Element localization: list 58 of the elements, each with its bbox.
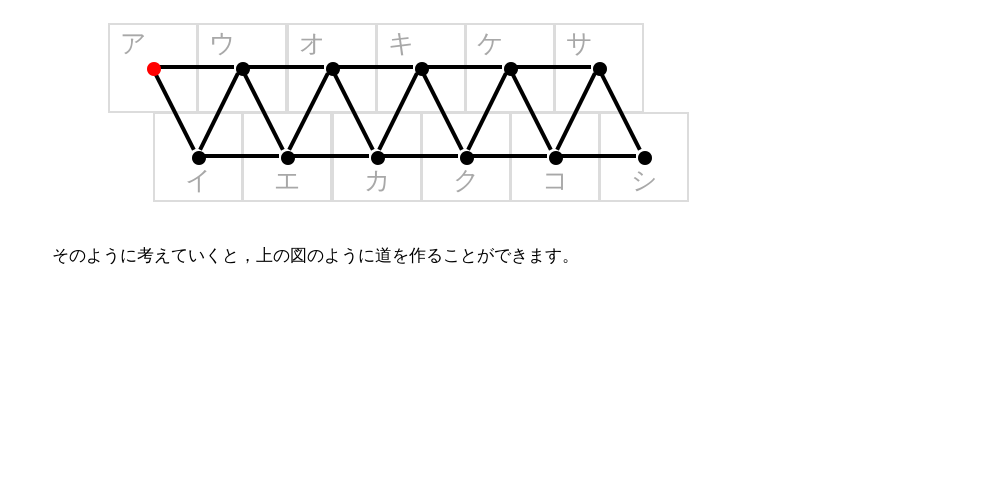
cell-letter: キ [388, 29, 415, 59]
cell-letter: イ [185, 166, 212, 196]
grid-cell [465, 23, 555, 113]
path-line [248, 65, 324, 69]
grid-cell [376, 23, 466, 113]
path-line [159, 65, 234, 69]
path-line [383, 154, 458, 158]
path-line [427, 65, 502, 69]
point-dot [371, 151, 385, 165]
grid-cell [599, 112, 689, 202]
grid-cell [332, 112, 422, 202]
point-dot [236, 62, 250, 76]
grid-cell [197, 23, 287, 113]
path-line [198, 72, 240, 151]
grid-cell [287, 23, 377, 113]
path-line [466, 72, 508, 151]
path-line [338, 65, 413, 69]
cell-letter: サ [566, 29, 593, 59]
path-line [332, 72, 375, 151]
path-line [472, 154, 547, 158]
path-line [599, 72, 642, 151]
point-dot [638, 151, 652, 165]
grid-cell [421, 112, 511, 202]
path-line [242, 72, 285, 151]
grid-cell [510, 112, 600, 202]
path-line [287, 72, 330, 151]
point-dot [326, 62, 340, 76]
point-dot [549, 151, 563, 165]
cell-letter: オ [299, 29, 326, 59]
point-dot [593, 62, 607, 76]
point-dot [192, 151, 206, 165]
cell-letter: ウ [209, 29, 236, 59]
caption: そのように考えていくと，上の図のように道を作ることができます。 [52, 245, 579, 268]
path-line [510, 72, 553, 151]
cell-letter: ケ [477, 29, 504, 59]
cell-letter: カ [364, 166, 391, 196]
point-dot [504, 62, 518, 76]
point-dot [415, 62, 429, 76]
cell-letter: エ [274, 166, 301, 196]
grid-cell [554, 23, 644, 113]
path-line [204, 154, 279, 158]
path-line [421, 72, 464, 151]
cell-letter: ク [453, 166, 480, 196]
path-line [561, 154, 636, 158]
grid-cell [108, 23, 198, 113]
grid-cell [153, 112, 243, 202]
point-dot [460, 151, 474, 165]
path-line [153, 72, 196, 151]
cell-letter: コ [542, 166, 569, 196]
cell-letter: シ [631, 166, 658, 196]
grid-cell [242, 112, 332, 202]
cell-letter: ア [120, 29, 147, 59]
path-line [377, 72, 419, 151]
start-dot [147, 62, 161, 76]
path-line [293, 154, 369, 158]
point-dot [281, 151, 295, 165]
path-line [555, 72, 597, 151]
path-line [516, 65, 591, 69]
